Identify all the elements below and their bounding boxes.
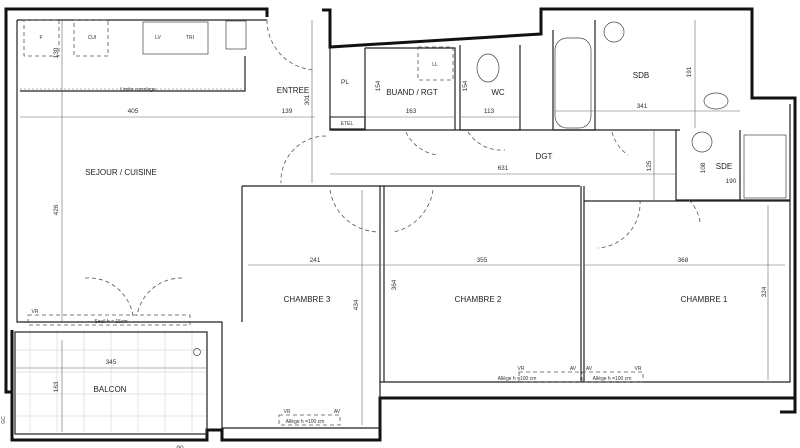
door-swings xyxy=(84,19,701,317)
room-label-sdb: SDB xyxy=(633,71,649,80)
dim-sdb-width: 341 xyxy=(637,103,648,110)
dim-wc-width: 113 xyxy=(484,108,495,115)
balcony-tiles xyxy=(16,330,206,432)
dim-entree-depth: 301 xyxy=(304,94,311,105)
dim-ch3-width: 241 xyxy=(310,257,321,264)
threshold-label: Seuil h = 15cm xyxy=(94,319,127,325)
electrical-panel-label: ETEL xyxy=(341,121,354,127)
dim-dgt-width: 125 xyxy=(646,160,653,171)
dishwasher-label: LV xyxy=(155,35,161,41)
sorting-label: TRI xyxy=(186,35,194,41)
dim-balcon-depth: 163 xyxy=(53,381,60,392)
sill-label-ch1: Allège h =100 cm xyxy=(593,376,632,382)
room-label-buanderie: BUAND / RGT xyxy=(386,88,438,97)
room-label-sejour: SEJOUR / CUISINE xyxy=(85,168,157,177)
gas-label: GC xyxy=(1,416,7,424)
dim-ch1-depth: 324 xyxy=(761,286,768,297)
dimension-lines xyxy=(16,20,785,432)
tile-limit-label: Limite carrelage xyxy=(120,87,156,93)
room-label-sde: SDE xyxy=(716,162,732,171)
dim-sde-width: 190 xyxy=(726,178,737,185)
dim-ch2-width: 355 xyxy=(477,257,488,264)
dim-balcon-width: 345 xyxy=(106,359,117,366)
shutter-label: VR xyxy=(518,366,525,372)
shutter-label: VR xyxy=(635,366,642,372)
room-label-placard: PL xyxy=(341,79,349,86)
room-label-chambre1: CHAMBRE 1 xyxy=(681,295,728,304)
dim-bottom: 90 xyxy=(176,445,184,448)
dim-ch3-depth: 434 xyxy=(353,299,360,310)
shutter-label: VR xyxy=(32,309,39,315)
interior-walls xyxy=(16,19,791,429)
dim-sdb-depth: 191 xyxy=(686,66,693,77)
dim-sde-depth: 108 xyxy=(700,162,707,173)
washer-label: LL xyxy=(432,62,438,68)
dim-buand-width: 163 xyxy=(406,108,417,115)
window-leaf-label: AV xyxy=(586,366,593,372)
dim-kitchen-depth: 130 xyxy=(53,47,60,58)
shutter-label: VR xyxy=(284,409,291,415)
room-label-wc: WC xyxy=(491,88,505,97)
room-label-entree: ENTREE xyxy=(277,86,309,95)
cooktop-label: CUI xyxy=(88,35,97,41)
window-leaf-label: AV xyxy=(334,409,341,415)
dim-buand-depth: 154 xyxy=(375,80,382,91)
room-label-dgt: DGT xyxy=(536,152,553,161)
dim-sejour-depth: 426 xyxy=(53,204,60,215)
sill-label-ch3: Allège h =100 cm xyxy=(286,419,325,425)
dim-ch1-width: 368 xyxy=(678,257,689,264)
dim-dgt-length: 631 xyxy=(498,165,509,172)
sill-label-ch2: Allège h =100 cm xyxy=(498,376,537,382)
room-label-chambre2: CHAMBRE 2 xyxy=(455,295,502,304)
room-label-balcon: BALCON xyxy=(94,385,127,394)
exterior-walls xyxy=(4,7,797,442)
fixtures xyxy=(20,19,787,426)
dim-sejour-width: 405 xyxy=(128,108,139,115)
dim-entree-width: 139 xyxy=(282,108,293,115)
fridge-label: F xyxy=(39,35,42,41)
room-label-chambre3: CHAMBRE 3 xyxy=(284,295,331,304)
dim-ch2-depth: 364 xyxy=(391,279,398,290)
window-leaf-label: AV xyxy=(570,366,577,372)
dim-wc-depth: 154 xyxy=(462,80,469,91)
